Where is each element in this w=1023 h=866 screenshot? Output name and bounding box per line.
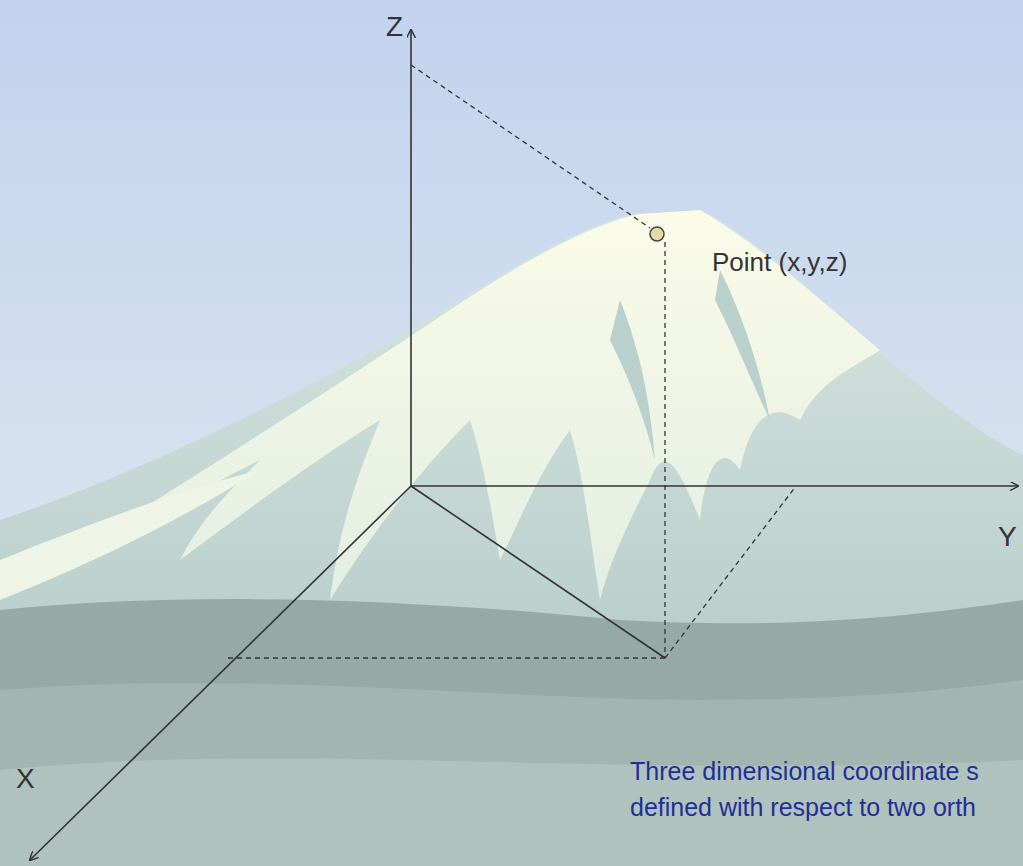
axis-label: Z [386,12,403,43]
caption-line: Three dimensional coordinate s [630,758,979,786]
caption-line: defined with respect to two orth [630,794,976,822]
point-label: Point (x,y,z) [712,248,847,277]
axis-label: X [16,764,35,795]
axis-label: Y [998,522,1017,553]
